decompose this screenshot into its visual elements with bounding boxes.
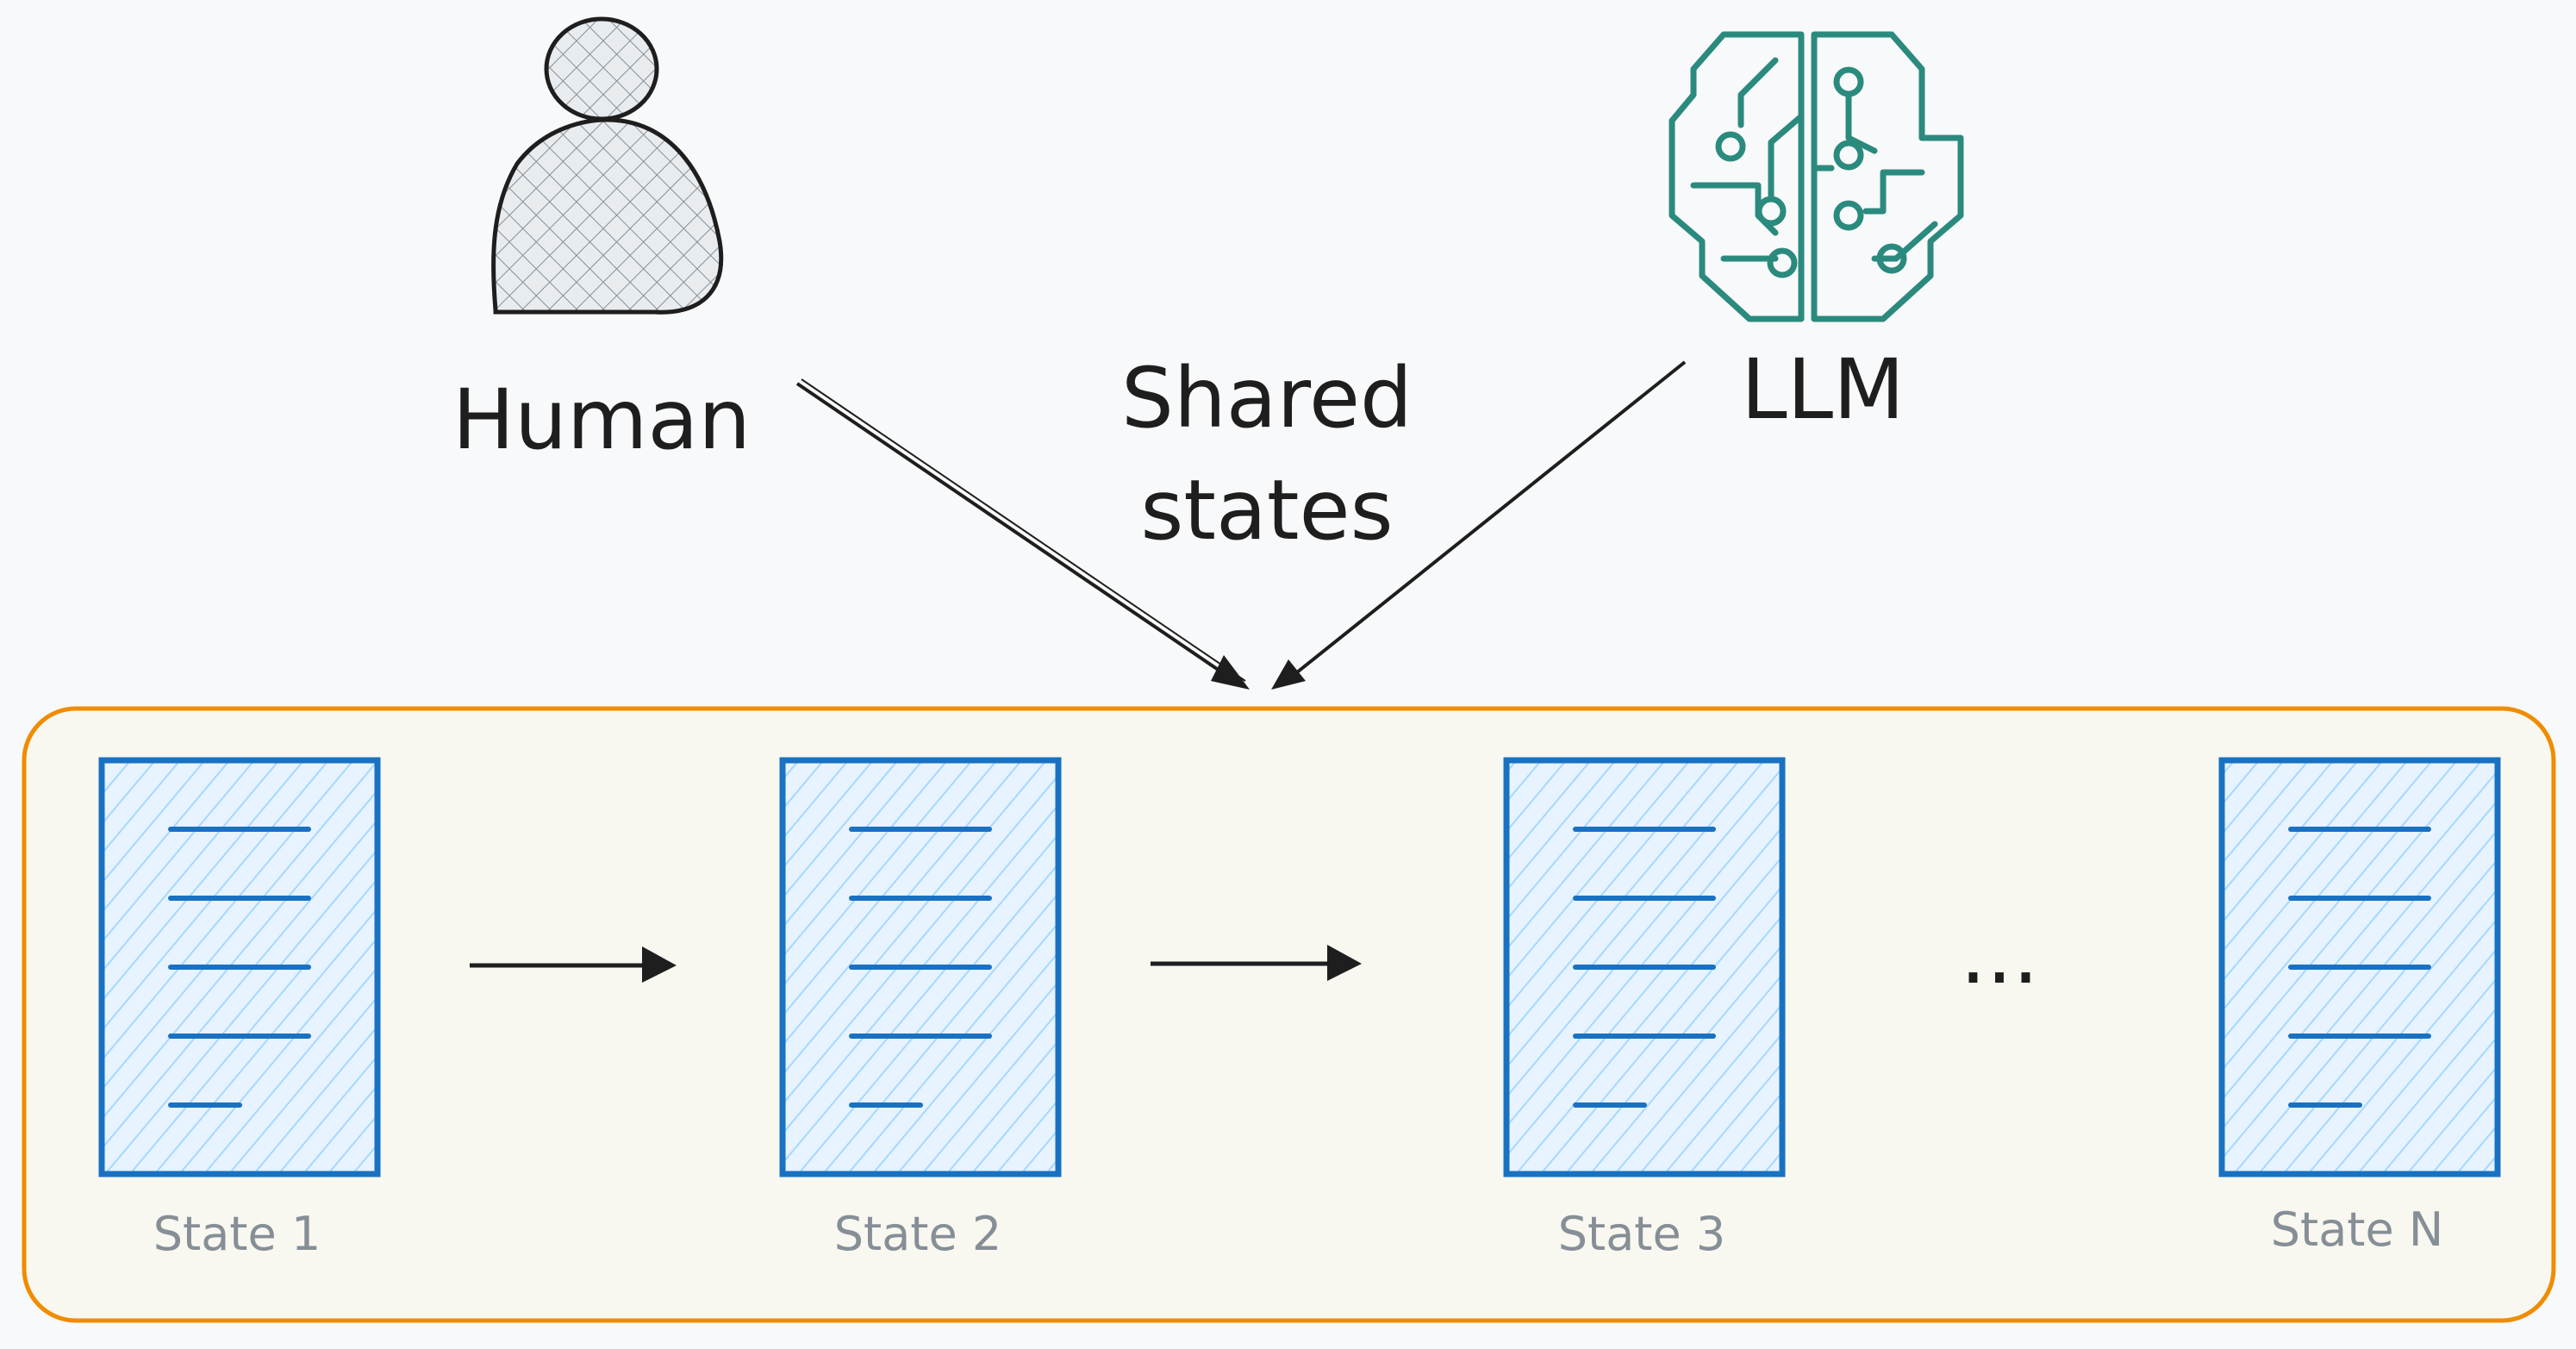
- state-card-n: [2218, 757, 2501, 1177]
- human-arrow: [795, 378, 1250, 690]
- transition-arrow-2: [1151, 945, 1362, 981]
- shared-label-line1: Shared: [1121, 350, 1413, 447]
- person-icon: [491, 16, 724, 315]
- shared-states-container: [22, 706, 2556, 1323]
- state-card-3: [1503, 757, 1786, 1177]
- state-card-1: [98, 757, 381, 1177]
- shared-label-line2: states: [1140, 462, 1393, 559]
- ellipsis: ...: [1960, 906, 2039, 1002]
- state-card-2: [779, 757, 1062, 1177]
- state-label-3: State 3: [1558, 1207, 1725, 1261]
- state-label-n: State N: [2271, 1202, 2444, 1257]
- state-label-2: State 2: [834, 1207, 1001, 1261]
- human-label: Human: [452, 372, 751, 468]
- state-label-1: State 1: [153, 1207, 321, 1261]
- llm-arrow: [1271, 360, 1687, 690]
- llm-label: LLM: [1741, 341, 1905, 438]
- transition-arrow-1: [470, 946, 677, 983]
- brain-circuit-icon: [1668, 31, 1964, 322]
